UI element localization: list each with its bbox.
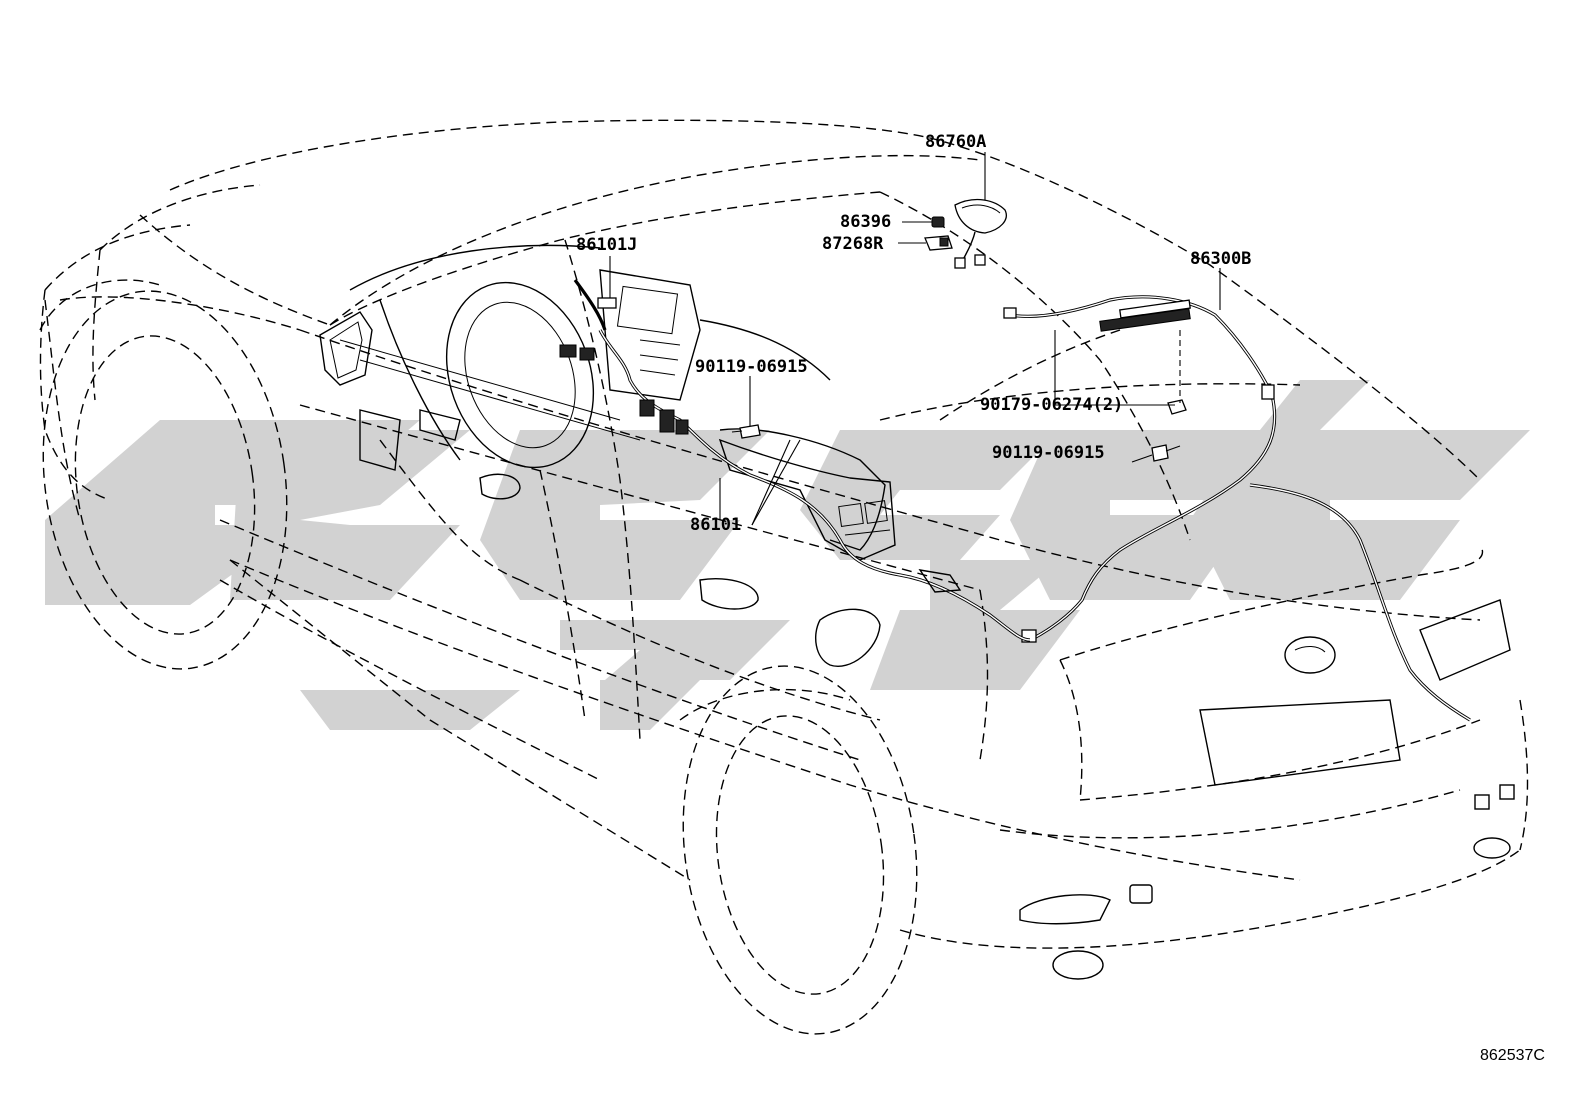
roof-antenna-86760a xyxy=(954,198,1007,269)
diagram-reference-code: 862537C xyxy=(1480,1047,1545,1064)
door-handles xyxy=(479,473,759,610)
label-86300b[interactable]: 86300B xyxy=(1190,249,1251,269)
side-mirror xyxy=(319,311,373,386)
label-86396[interactable]: 86396 xyxy=(840,212,891,232)
antenna-cord-86101 xyxy=(559,279,1031,642)
label-90119-06915-rear[interactable]: 90119-06915 xyxy=(992,443,1105,463)
antenna-cord-86300b xyxy=(1003,295,1471,722)
label-86101[interactable]: 86101 xyxy=(690,515,741,535)
center-console xyxy=(718,438,896,561)
label-90119-06915-front[interactable]: 90119-06915 xyxy=(695,357,808,377)
label-87268r[interactable]: 87268R xyxy=(822,234,884,254)
screw-rear xyxy=(1151,444,1181,462)
dashboard-interior xyxy=(339,244,886,551)
car-body-outline xyxy=(39,119,1529,949)
leader-lines xyxy=(609,152,1221,526)
rear-wheel xyxy=(679,665,918,1035)
label-90179-06274[interactable]: 90179-06274(2) xyxy=(980,395,1123,415)
label-86760a[interactable]: 86760A xyxy=(925,132,986,152)
clamp-87268r xyxy=(924,235,953,251)
trunk-details xyxy=(1019,599,1515,980)
front-wheel xyxy=(39,279,288,670)
fuel-door xyxy=(814,608,881,667)
label-86101j[interactable]: 86101J xyxy=(576,235,637,255)
gasket-86396 xyxy=(931,216,945,228)
watermark-logo xyxy=(45,380,1530,730)
screw-front xyxy=(731,424,761,439)
part-labels: 86760A 86396 87268R 86101J 86300B 90119-… xyxy=(576,132,1251,535)
clip-rear xyxy=(1167,399,1187,415)
